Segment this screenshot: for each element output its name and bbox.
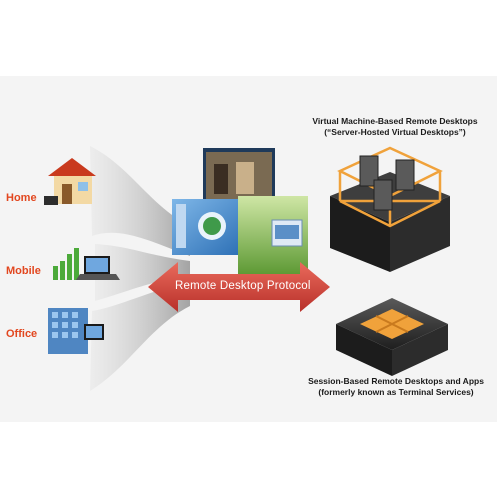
- protocol-label: Remote Desktop Protocol: [175, 280, 311, 292]
- vm-desktops-line2: (“Server-Hosted Virtual Desktops”): [324, 127, 466, 137]
- mobile-funnel: [95, 244, 190, 301]
- office-building-icon: [48, 308, 104, 354]
- diagram-graphics: [44, 146, 450, 391]
- mobile-devices-icon: [53, 248, 120, 280]
- session-desktops-caption: Session-Based Remote Desktops and Apps (…: [298, 376, 494, 398]
- vm-desktops-caption: Virtual Machine-Based Remote Desktops (“…: [300, 116, 490, 138]
- diagram-canvas: Home Mobile Office Remote Desktop Protoc…: [0, 76, 497, 422]
- remote-screens-montage: [172, 148, 308, 274]
- client-label-office: Office: [6, 328, 38, 340]
- client-label-home: Home: [6, 192, 37, 204]
- office-funnel: [90, 281, 190, 391]
- protocol-arrow: [148, 262, 330, 312]
- vm-server-icon: [330, 146, 450, 272]
- client-label-mobile: Mobile: [6, 265, 41, 277]
- vm-desktops-line1: Virtual Machine-Based Remote Desktops: [312, 116, 478, 126]
- session-desktops-line1: Session-Based Remote Desktops and Apps: [308, 376, 484, 386]
- house-icon: [44, 158, 96, 205]
- session-desktops-line2: (formerly known as Terminal Services): [318, 387, 474, 397]
- session-server-icon: [336, 298, 448, 376]
- home-funnel: [90, 146, 190, 256]
